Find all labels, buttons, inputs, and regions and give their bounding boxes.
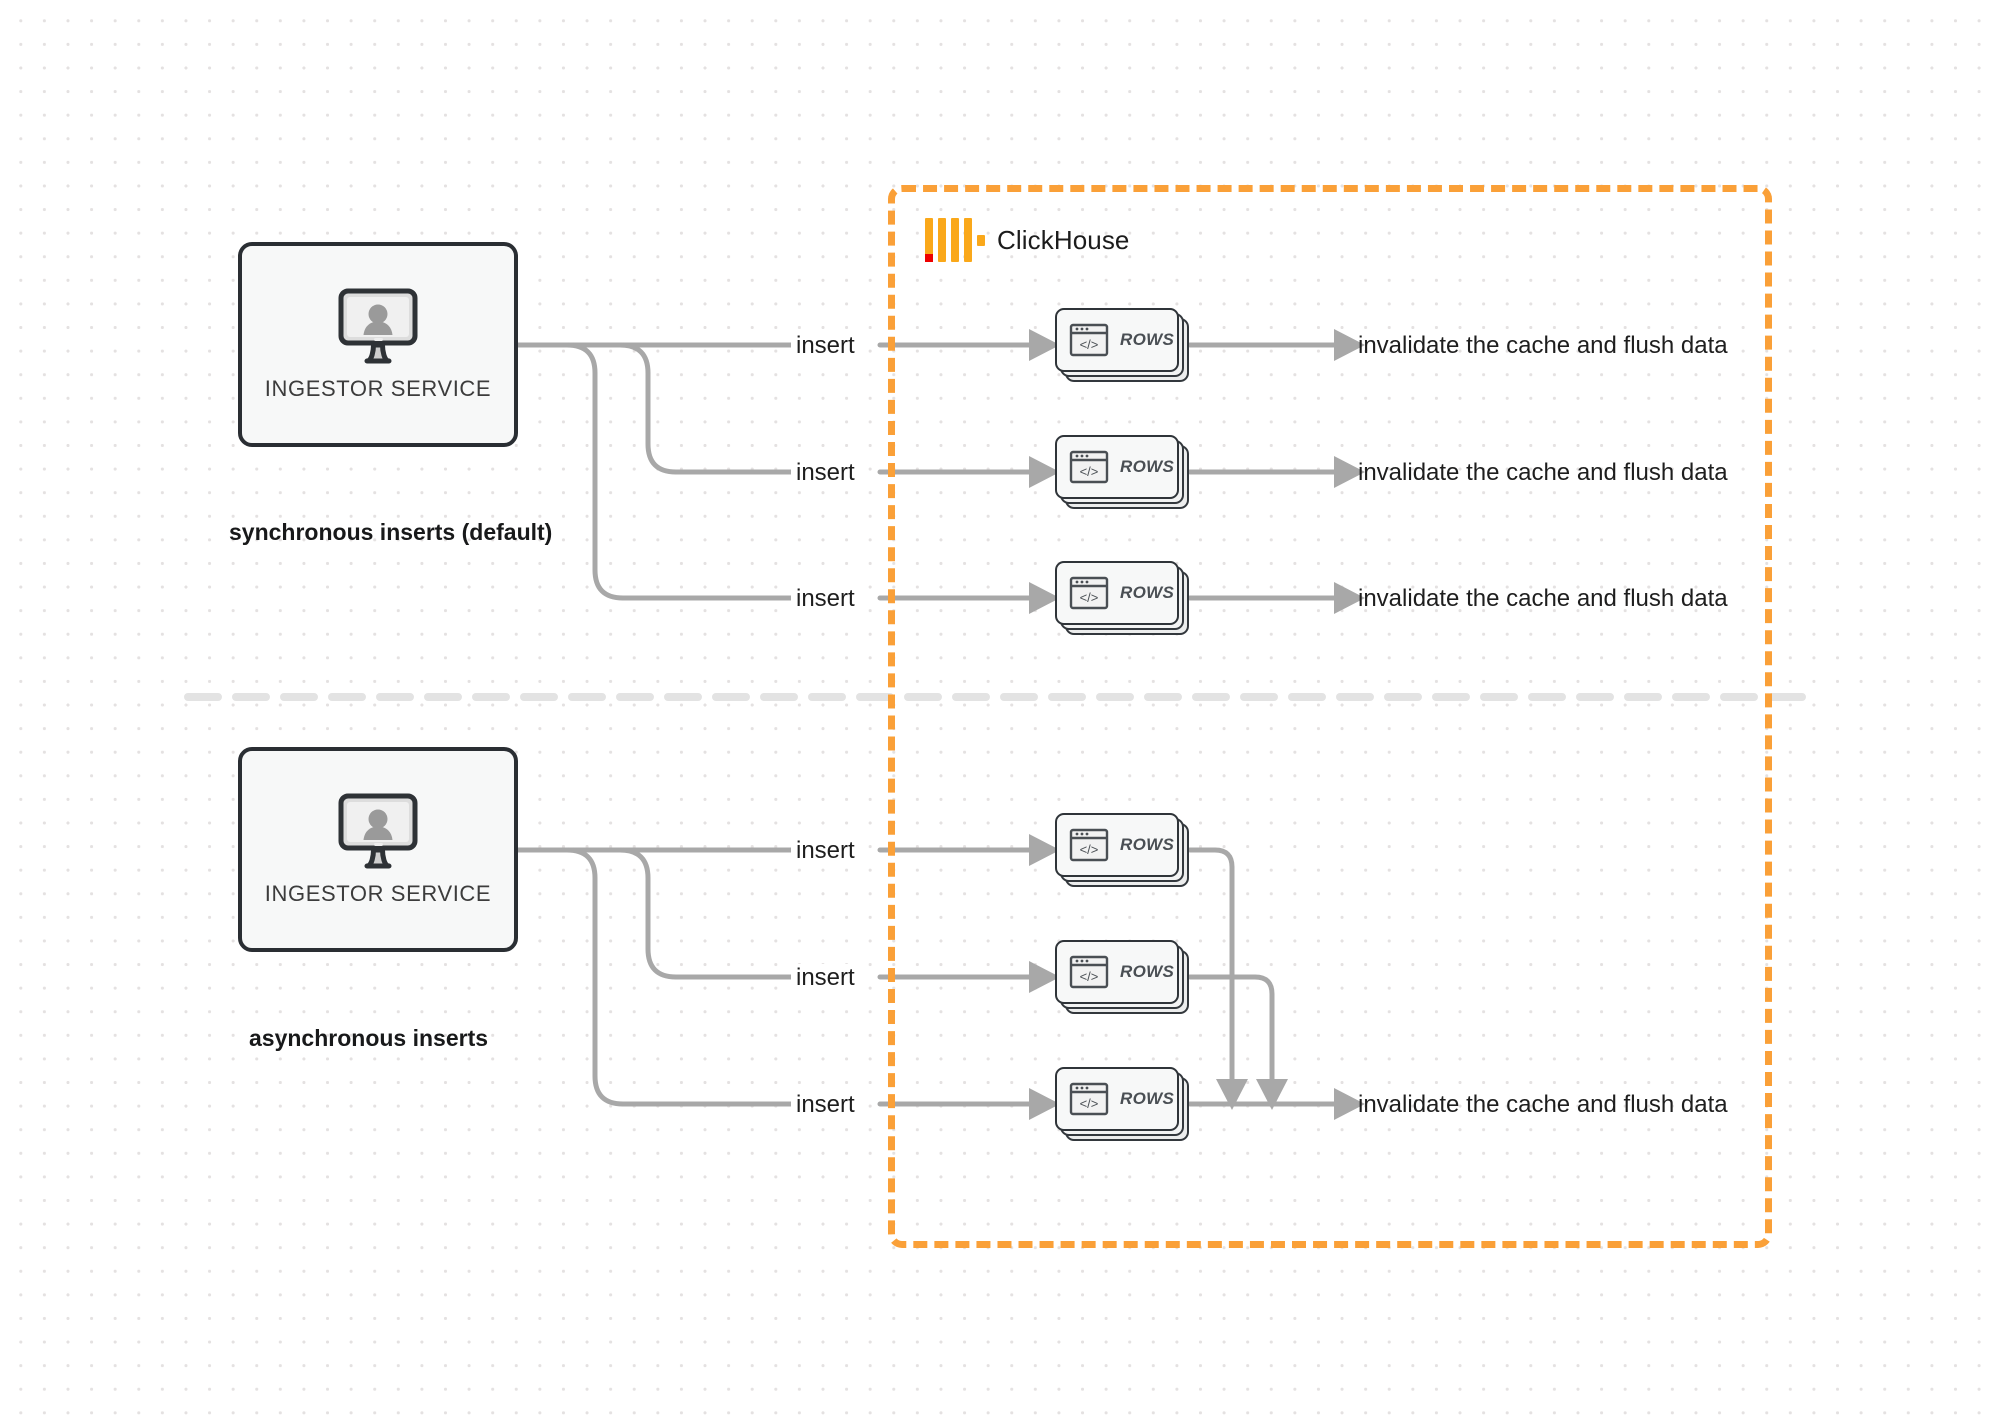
edge-async-trunk-2 xyxy=(516,847,803,980)
service-label: INGESTOR SERVICE xyxy=(264,375,492,401)
rows-node-sync-3[interactable]: </> ROWS xyxy=(1055,561,1189,635)
section-caption-sync: synchronous inserts (default) xyxy=(229,519,553,545)
sink-label-async-1: invalidate the cache and flush data xyxy=(1358,1091,1728,1118)
edge-label-sync-insert-2: insert xyxy=(791,459,860,487)
sink-label-sync-2: invalidate the cache and flush data xyxy=(1358,459,1728,486)
rows-card-front: </> ROWS xyxy=(1055,561,1179,625)
edge-async-trunk-3 xyxy=(516,847,803,1107)
edge-async-buffer-2 xyxy=(1187,974,1289,1110)
monitor-user-icon xyxy=(338,288,418,363)
svg-text:</>: </> xyxy=(1080,590,1099,605)
svg-text:</>: </> xyxy=(1080,337,1099,352)
edge-sync-trunk-2 xyxy=(516,342,803,475)
edge-label-sync-insert-1: insert xyxy=(791,332,860,360)
rows-card-front: </> ROWS xyxy=(1055,940,1179,1004)
rows-card-front: </> ROWS xyxy=(1055,435,1179,499)
rows-card-front: </> ROWS xyxy=(1055,308,1179,372)
rows-label: ROWS xyxy=(1120,330,1175,349)
edge-label-async-insert-2: insert xyxy=(791,964,860,992)
svg-text:</>: </> xyxy=(1080,1096,1099,1111)
clickhouse-boundary xyxy=(888,185,1772,1248)
monitor-user-icon xyxy=(338,793,418,868)
rows-label: ROWS xyxy=(1120,457,1175,476)
clickhouse-logo xyxy=(925,218,985,262)
rows-node-async-2[interactable]: </> ROWS xyxy=(1055,940,1189,1014)
rows-label: ROWS xyxy=(1120,583,1175,602)
rows-card-front: </> ROWS xyxy=(1055,813,1179,877)
rows-label: ROWS xyxy=(1120,962,1175,981)
edge-label-async-insert-3: insert xyxy=(791,1091,860,1119)
code-window-icon: </> xyxy=(1069,955,1109,989)
svg-text:</>: </> xyxy=(1080,842,1099,857)
sidebar-item-ingestor-service-async[interactable]: INGESTOR SERVICE xyxy=(238,747,518,952)
edge-async-buffer-1 xyxy=(1187,847,1249,1110)
sink-label-sync-1: invalidate the cache and flush data xyxy=(1358,332,1728,359)
code-window-icon: </> xyxy=(1069,576,1109,610)
code-window-icon: </> xyxy=(1069,828,1109,862)
clickhouse-logo-group: ClickHouse xyxy=(925,218,1130,262)
code-window-icon: </> xyxy=(1069,323,1109,357)
rows-node-sync-2[interactable]: </> ROWS xyxy=(1055,435,1189,509)
edge-sync-trunk-3 xyxy=(516,342,803,601)
rows-node-sync-1[interactable]: </> ROWS xyxy=(1055,308,1189,382)
svg-text:</>: </> xyxy=(1080,464,1099,479)
service-label: INGESTOR SERVICE xyxy=(264,880,492,906)
sidebar-item-ingestor-service-sync[interactable]: INGESTOR SERVICE xyxy=(238,242,518,447)
sink-label-sync-3: invalidate the cache and flush data xyxy=(1358,585,1728,612)
clickhouse-label: ClickHouse xyxy=(997,224,1130,255)
code-window-icon: </> xyxy=(1069,1082,1109,1116)
edge-label-async-insert-1: insert xyxy=(791,837,860,865)
rows-node-async-3[interactable]: </> ROWS xyxy=(1055,1067,1189,1141)
svg-text:</>: </> xyxy=(1080,969,1099,984)
rows-label: ROWS xyxy=(1120,1089,1175,1108)
code-window-icon: </> xyxy=(1069,450,1109,484)
section-caption-async: asynchronous inserts xyxy=(249,1025,489,1051)
edge-label-sync-insert-3: insert xyxy=(791,585,860,613)
rows-label: ROWS xyxy=(1120,835,1175,854)
rows-card-front: </> ROWS xyxy=(1055,1067,1179,1131)
rows-node-async-1[interactable]: </> ROWS xyxy=(1055,813,1189,887)
